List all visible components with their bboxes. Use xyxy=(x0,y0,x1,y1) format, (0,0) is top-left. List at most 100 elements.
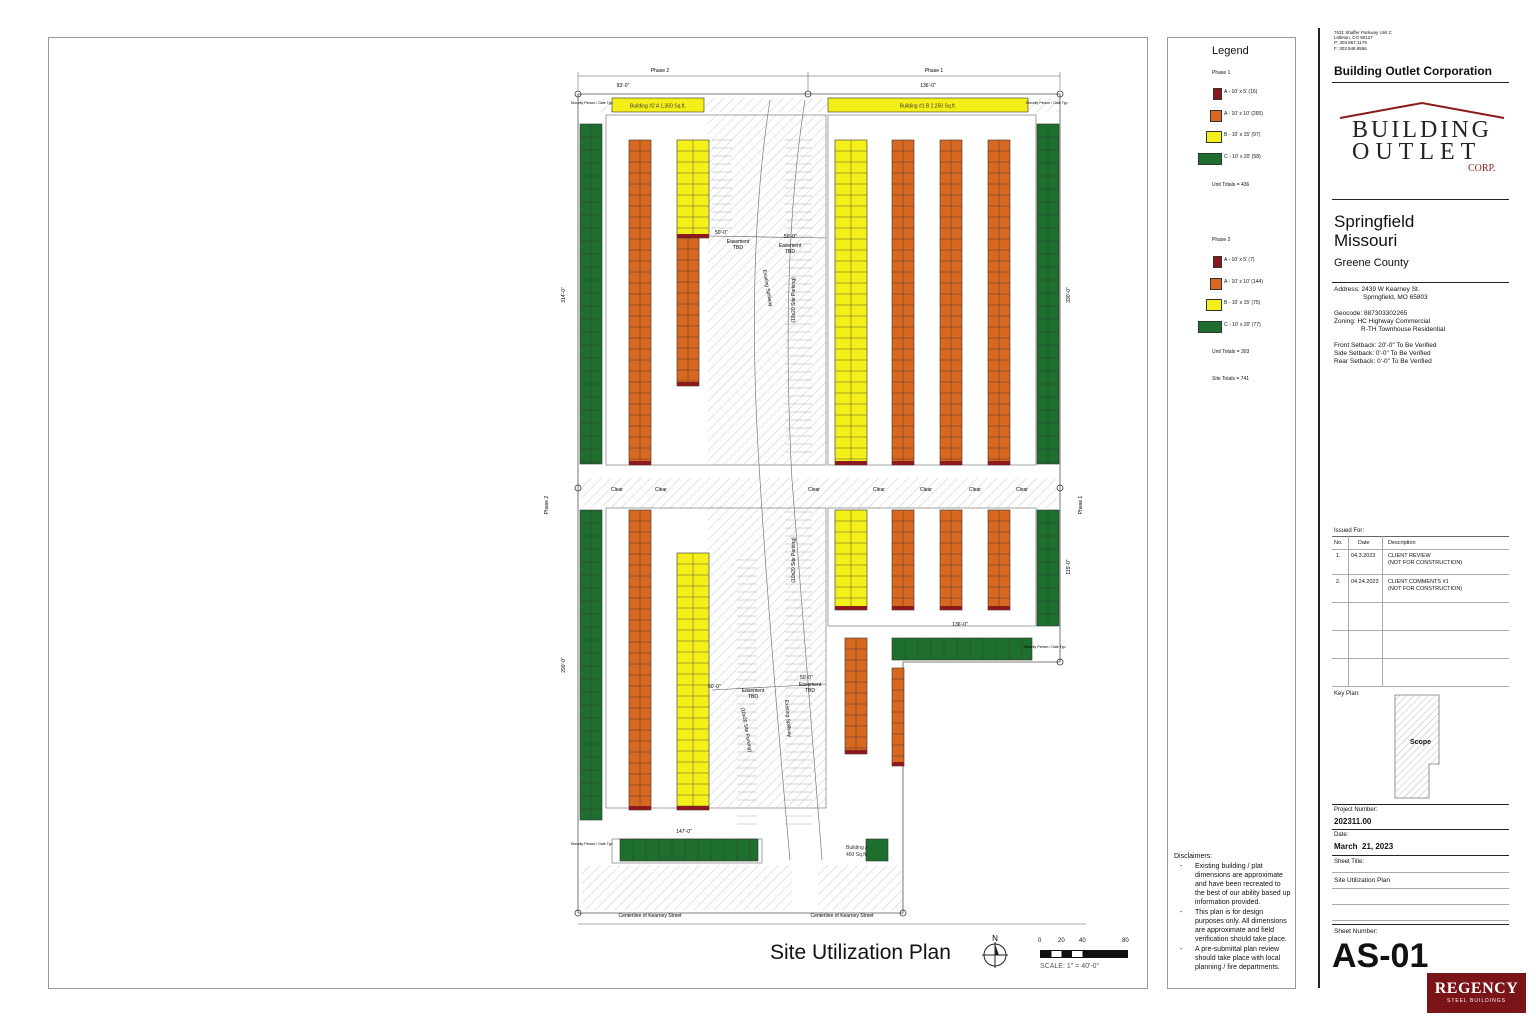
legend-swatch xyxy=(1213,256,1222,268)
phase2-top-label: Phase 2 xyxy=(651,68,670,74)
corner-markers xyxy=(574,90,1064,917)
key-plan-diagram xyxy=(1394,694,1440,799)
legend-swatch xyxy=(1198,152,1222,165)
legend-item-label: A - 10' x 10' (265) xyxy=(1224,110,1263,117)
tbd-label-2: TBD xyxy=(785,249,795,255)
issue-2-desc: CLIENT COMMENTS #1(NOT FOR CONSTRUCTION) xyxy=(1388,579,1463,592)
gate-label-1: Security Person / Gate Typ. xyxy=(571,101,614,105)
scale-bar: 0 20 40 80 SCALE: 1" = 40'-0" xyxy=(1038,938,1129,970)
dim-right-bottom: 115'-0" xyxy=(1066,559,1072,574)
disclaimer-item: -This plan is for design purposes only. … xyxy=(1178,908,1291,944)
legend-item-label: C - 10' x 20' (77) xyxy=(1224,321,1261,328)
legend-swatch xyxy=(1206,131,1222,143)
county: Greene County xyxy=(1334,257,1409,269)
disclaimer-item: - A pre-submittal plan review should take… xyxy=(1178,945,1291,972)
legend-phase1-items: A - 10' x 5' (16) A - 10' x 10' (265) B - … xyxy=(1196,86,1291,172)
easement-label-2: Easement xyxy=(779,243,802,249)
legend-item-label: A - 10' x 5' (7) xyxy=(1224,257,1255,263)
centerline-label-1: Centerline of Kearney Street xyxy=(618,913,682,919)
legend-title: Legend xyxy=(1212,45,1249,57)
easement-dim-4: 50'-0" xyxy=(800,675,813,681)
unit-10x5-end xyxy=(677,234,709,238)
dim-top-phase2: 93'-0" xyxy=(617,83,630,89)
issue-2-date: 04.24.2023 xyxy=(1351,579,1379,585)
property-boundary xyxy=(577,93,1061,914)
legend-swatch xyxy=(1210,277,1222,290)
drawing-sheet-frame xyxy=(48,37,1148,989)
storage-units xyxy=(579,98,1060,862)
unit-10x5-end xyxy=(677,806,709,810)
legend-swatch xyxy=(1206,299,1222,311)
building-2-label: Building #2 A 1,350 Sq.ft. xyxy=(630,104,686,110)
clear-label-1: Clear xyxy=(611,487,623,493)
issues-table: No. Date Description 1. 04.3.2023 CLIENT… xyxy=(1332,536,1509,687)
tbd-label-3: TBD xyxy=(748,694,758,700)
legend-swatch xyxy=(1213,88,1222,100)
spillway-label-2: Existing Spillway xyxy=(783,700,792,738)
legend-item-label: C - 10' x 20' (58) xyxy=(1224,153,1261,160)
legend-item: A - 10' x 10' (265) xyxy=(1196,108,1291,130)
sheet-number-label: Sheet Number: xyxy=(1334,928,1378,935)
legend-swatch xyxy=(1210,109,1222,122)
legend-item: C - 10' x 20' (77) xyxy=(1196,319,1291,341)
legend-item-label: A - 10' x 5' (16) xyxy=(1224,89,1258,95)
clear-label-5: Clear xyxy=(969,487,981,493)
issue-1-date: 04.3.2023 xyxy=(1351,553,1376,559)
legend-item-label: A - 10' x 10' (144) xyxy=(1224,278,1263,285)
legend-phase1-title: Phase 1 xyxy=(1212,70,1231,76)
tbd-label-1: TBD xyxy=(733,245,743,251)
north-label: N xyxy=(992,934,998,943)
phase1-side-label: Phase 1 xyxy=(1078,496,1084,515)
unit-10x5-end xyxy=(988,606,1010,610)
easement-label-4: Easement xyxy=(799,682,822,688)
building-a-area: 400 Sq.ft. xyxy=(846,852,867,858)
legend-phase1-total: Unit Totals = 436 xyxy=(1212,182,1250,188)
gate-label-4: Security Person / Gate Typ. xyxy=(1024,645,1067,649)
disclaimer-bullet: - xyxy=(1180,863,1183,870)
building-a-bottom: Building A 400 Sq.ft. xyxy=(846,838,889,862)
project-number: 202311.00 xyxy=(1334,817,1372,826)
issue-date: March 21, 2023 xyxy=(1334,842,1394,851)
phase2-side-label: Phase 2 xyxy=(544,496,550,515)
project-number-label: Project Number: xyxy=(1334,807,1378,813)
key-plan-label: Key Plan: xyxy=(1334,691,1360,697)
easement-label-3: Easement xyxy=(742,688,765,694)
unit-10x5-end xyxy=(629,806,651,810)
parking-label-2: (10x20 Site Parking) xyxy=(791,537,797,583)
issue-1-no: 1. xyxy=(1336,553,1341,559)
disclaimer-text: This plan is for design purposes only. A… xyxy=(1195,909,1287,943)
unit-10x5-end xyxy=(988,461,1010,465)
disclaimer-text: Existing building / plat dimensions are … xyxy=(1195,863,1291,906)
legend-item-label: B - 10' x 15' (75) xyxy=(1224,300,1261,306)
top-dimension-line xyxy=(577,72,1086,925)
dim-mid-right: 136'-0" xyxy=(952,622,968,628)
building-1-top: Building #1 B 2,250 Sq.ft. xyxy=(827,97,1029,113)
unit-10x5-end xyxy=(940,606,962,610)
disclaimer-text: A pre-submittal plan review should take … xyxy=(1195,946,1281,971)
disclaimer-bullet: - xyxy=(1180,946,1183,953)
phase1-top-label: Phase 1 xyxy=(925,68,944,74)
legend-item: B - 10' x 15' (97) xyxy=(1196,129,1291,151)
unit-10x5-end xyxy=(845,750,867,754)
site-plan: Building #2 A 1,350 Sq.ft. Building #1 B… xyxy=(544,68,1086,925)
scale-text: SCALE: 1" = 40'-0" xyxy=(1040,963,1100,970)
legend-panel xyxy=(1167,37,1296,989)
issue-1-desc: CLIENT REVIEW(NOT FOR CONSTRUCTION) xyxy=(1388,553,1463,566)
legend-item: A - 10' x 10' (144) xyxy=(1196,276,1291,298)
company-logo: BUILDING OUTLET CORP. xyxy=(1338,100,1506,180)
lane-outlines xyxy=(605,114,1037,864)
issued-for-label: Issued For: xyxy=(1334,528,1365,534)
legend-swatch xyxy=(1198,320,1222,333)
dim-right-top: 330'-0" xyxy=(1066,287,1072,303)
unit-10x5-end xyxy=(892,762,904,766)
legend-phase2-total: Unit Totals = 303 xyxy=(1212,349,1250,355)
sheet-number: AS-01 xyxy=(1332,937,1429,975)
legend-site-total: Site Totals = 741 xyxy=(1212,376,1250,382)
clear-label-7: Clear xyxy=(808,487,820,493)
site-parking-stalls xyxy=(712,139,812,825)
clear-label-2: Clear xyxy=(655,487,667,493)
dim-top-phase1: 136'-0" xyxy=(920,83,936,89)
dim-bottom-left: 147'-0" xyxy=(676,829,692,835)
easement-dim-3: 50'-0" xyxy=(708,684,721,690)
building-2-top: Building #2 A 1,350 Sq.ft. xyxy=(611,97,705,113)
